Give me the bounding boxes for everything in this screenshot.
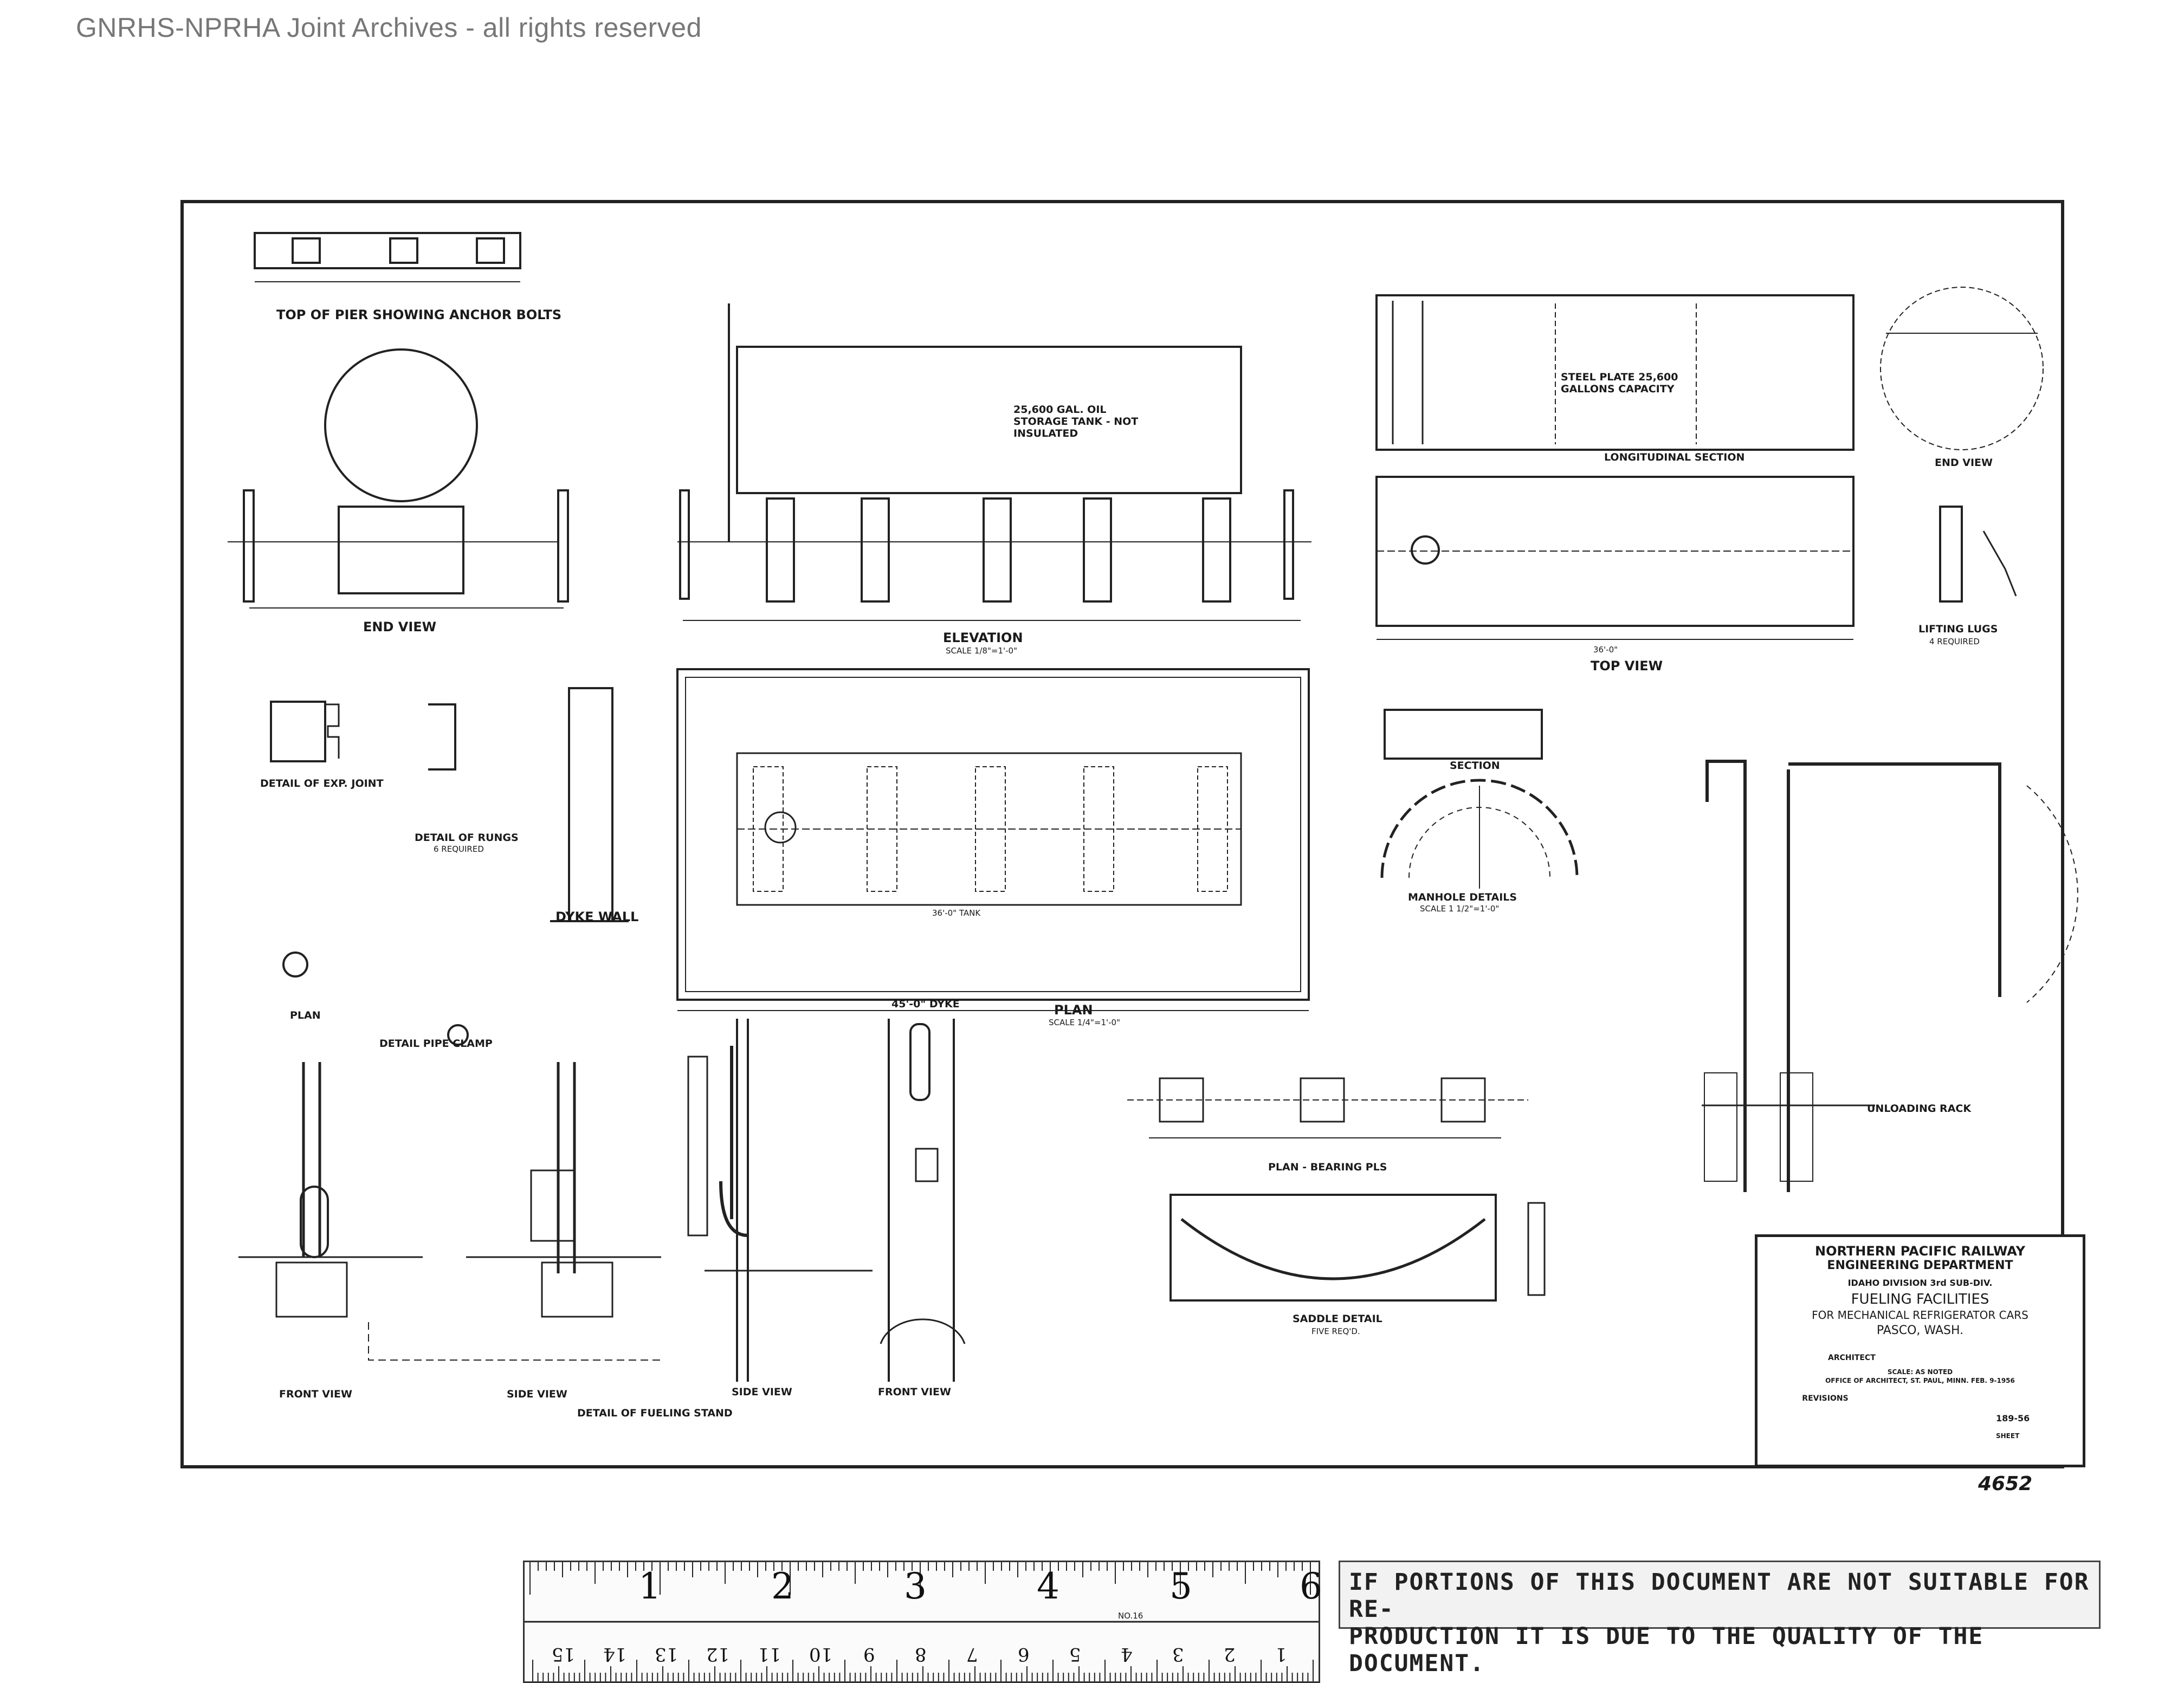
ruler-inch-3: 3 [904, 1565, 927, 1607]
drawing-stamp-number: 4652 [1978, 1473, 2033, 1495]
label-elevation-scale: SCALE 1/8"=1'-0" [946, 646, 1017, 656]
ruler-cm-10: 10 [809, 1643, 833, 1665]
ruler-cm-15: 15 [552, 1643, 576, 1665]
pier-top-outline [254, 232, 521, 269]
tb-subtitle: FOR MECHANICAL REFRIGERATOR CARS [1812, 1309, 2028, 1322]
label-plan-main: PLAN [1054, 1002, 1093, 1018]
archive-watermark: GNRHS-NPRHA Joint Archives - all rights … [76, 12, 702, 43]
saddle-outline [1169, 1194, 1497, 1302]
label-top-view: TOP VIEW [1591, 658, 1663, 674]
ruler-inch-1: 1 [638, 1565, 661, 1607]
ruler-cm-12: 12 [706, 1643, 730, 1665]
ruler-cm-7: 7 [966, 1643, 978, 1665]
label-detail-rungs: DETAIL OF RUNGS [415, 832, 519, 844]
label-saddle-req: FIVE REQ'D. [1311, 1326, 1360, 1336]
label-section: SECTION [1450, 760, 1500, 772]
tb-title: FUELING FACILITIES [1851, 1291, 1989, 1307]
label-plan-bearing: PLAN - BEARING PLS [1268, 1161, 1387, 1173]
tb-office: OFFICE OF ARCHITECT, ST. PAUL, MINN. FEB… [1825, 1377, 2015, 1384]
ruler-cm-13: 13 [655, 1643, 679, 1665]
label-plan-small: PLAN [290, 1009, 321, 1021]
label-dim-36-top: 36'-0" [1593, 645, 1618, 655]
notice-line-2: PRODUCTION IT IS DUE TO THE QUALITY OF T… [1349, 1623, 1984, 1677]
label-front-view-1: FRONT VIEW [279, 1388, 352, 1400]
ruler-cm-6: 6 [1018, 1643, 1030, 1665]
sheet-border [180, 200, 2064, 1468]
label-manhole-scale: SCALE 1 1/2"=1'-0" [1420, 904, 1500, 914]
tb-file-no: 189-56 [1996, 1413, 2030, 1423]
label-dim-45-dyke: 45'-0" DYKE [891, 998, 960, 1010]
tb-company: NORTHERN PACIFIC RAILWAY [1815, 1244, 2025, 1259]
label-tank-capacity: 25,600 GAL. OIL STORAGE TANK - NOT INSUL… [1013, 404, 1139, 439]
ruler-cm-4: 4 [1121, 1643, 1133, 1665]
end-view-pier [338, 506, 464, 594]
label-elevation: ELEVATION [943, 630, 1023, 645]
label-top-of-pier: TOP OF PIER SHOWING ANCHOR BOLTS [276, 307, 562, 322]
label-lifting-lugs: LIFTING LUGS [1918, 623, 1998, 635]
ruler-inch-2: 2 [771, 1565, 794, 1607]
label-unloading-rack: UNLOADING RACK [1867, 1103, 1972, 1115]
ruler-inch-4: 4 [1037, 1565, 1059, 1607]
ruler-inch-5: 5 [1169, 1565, 1192, 1607]
label-side-view-2: SIDE VIEW [732, 1386, 792, 1398]
tb-department: ENGINEERING DEPARTMENT [1827, 1259, 2013, 1272]
label-detail-fueling-stand: DETAIL OF FUELING STAND [577, 1407, 733, 1419]
label-detail-pipe-clamp: DETAIL PIPE CLAMP [379, 1038, 493, 1050]
measurement-ruler: 1 2 3 4 5 6 No.16 1 2 3 4 5 6 7 8 9 10 1… [523, 1561, 1322, 1683]
ruler-cm-11: 11 [758, 1643, 781, 1665]
label-end-view-right: END VIEW [1935, 457, 1993, 469]
label-dyke-wall: DYKE WALL [555, 909, 639, 924]
reproduction-notice: IF PORTIONS OF THIS DOCUMENT ARE NOT SUI… [1339, 1561, 2101, 1677]
tank-end-circle [324, 348, 478, 502]
ruler-cm-1: 1 [1275, 1643, 1287, 1665]
ruler-cm-9: 9 [863, 1643, 875, 1665]
label-steel-plate: STEEL PLATE 25,600 GALLONS CAPACITY [1561, 371, 1678, 395]
title-block: NORTHERN PACIFIC RAILWAY ENGINEERING DEP… [1755, 1234, 2085, 1467]
longitudinal-section-tank [1375, 294, 1855, 451]
ruler-cm-3: 3 [1172, 1643, 1184, 1665]
tb-revisions: REVISIONS [1802, 1394, 1849, 1403]
tb-division: IDAHO DIVISION 3rd SUB-DIV. [1847, 1278, 1993, 1288]
label-manhole-details: MANHOLE DETAILS [1408, 891, 1517, 903]
elevation-tank [736, 346, 1242, 494]
label-detail-exp-joint: DETAIL OF EXP. JOINT [260, 778, 384, 789]
dyke-wall-section [568, 687, 613, 922]
unloading-rack-pipe [1705, 760, 1747, 1192]
label-rungs-req: 6 REQUIRED [434, 844, 484, 854]
label-side-view-1: SIDE VIEW [507, 1388, 567, 1400]
manhole-arc [1380, 779, 1579, 878]
ruler-cm-2: 2 [1224, 1643, 1236, 1665]
label-longitudinal-section: LONGITUDINAL SECTION [1604, 451, 1745, 463]
ruler-cm-8: 8 [915, 1643, 927, 1665]
tank-end-circle-right [1880, 287, 2044, 450]
label-end-view-left: END VIEW [363, 619, 437, 635]
label-plan-scale: SCALE 1/4"=1'-0" [1049, 1018, 1120, 1027]
label-saddle-detail: SADDLE DETAIL [1293, 1313, 1382, 1325]
label-front-view-2: FRONT VIEW [878, 1386, 951, 1398]
plan-dyke-outer [676, 668, 1310, 1001]
label-lifting-lugs-req: 4 REQUIRED [1929, 637, 1980, 646]
section-detail [1384, 709, 1543, 760]
tb-sheet: SHEET [1996, 1432, 2020, 1440]
tb-location: PASCO, WASH. [1876, 1324, 1964, 1337]
tb-scale: SCALE: AS NOTED [1887, 1368, 1953, 1376]
label-dim-36-tank: 36'-0" TANK [932, 908, 981, 918]
ruler-cm-14: 14 [603, 1643, 627, 1665]
ruler-cm-5: 5 [1069, 1643, 1081, 1665]
tb-architect: ARCHITECT [1828, 1354, 1876, 1362]
ruler-model: No.16 [1118, 1611, 1143, 1621]
notice-line-1: IF PORTIONS OF THIS DOCUMENT ARE NOT SUI… [1349, 1569, 2090, 1623]
ruler-inch-6: 6 [1300, 1565, 1322, 1607]
